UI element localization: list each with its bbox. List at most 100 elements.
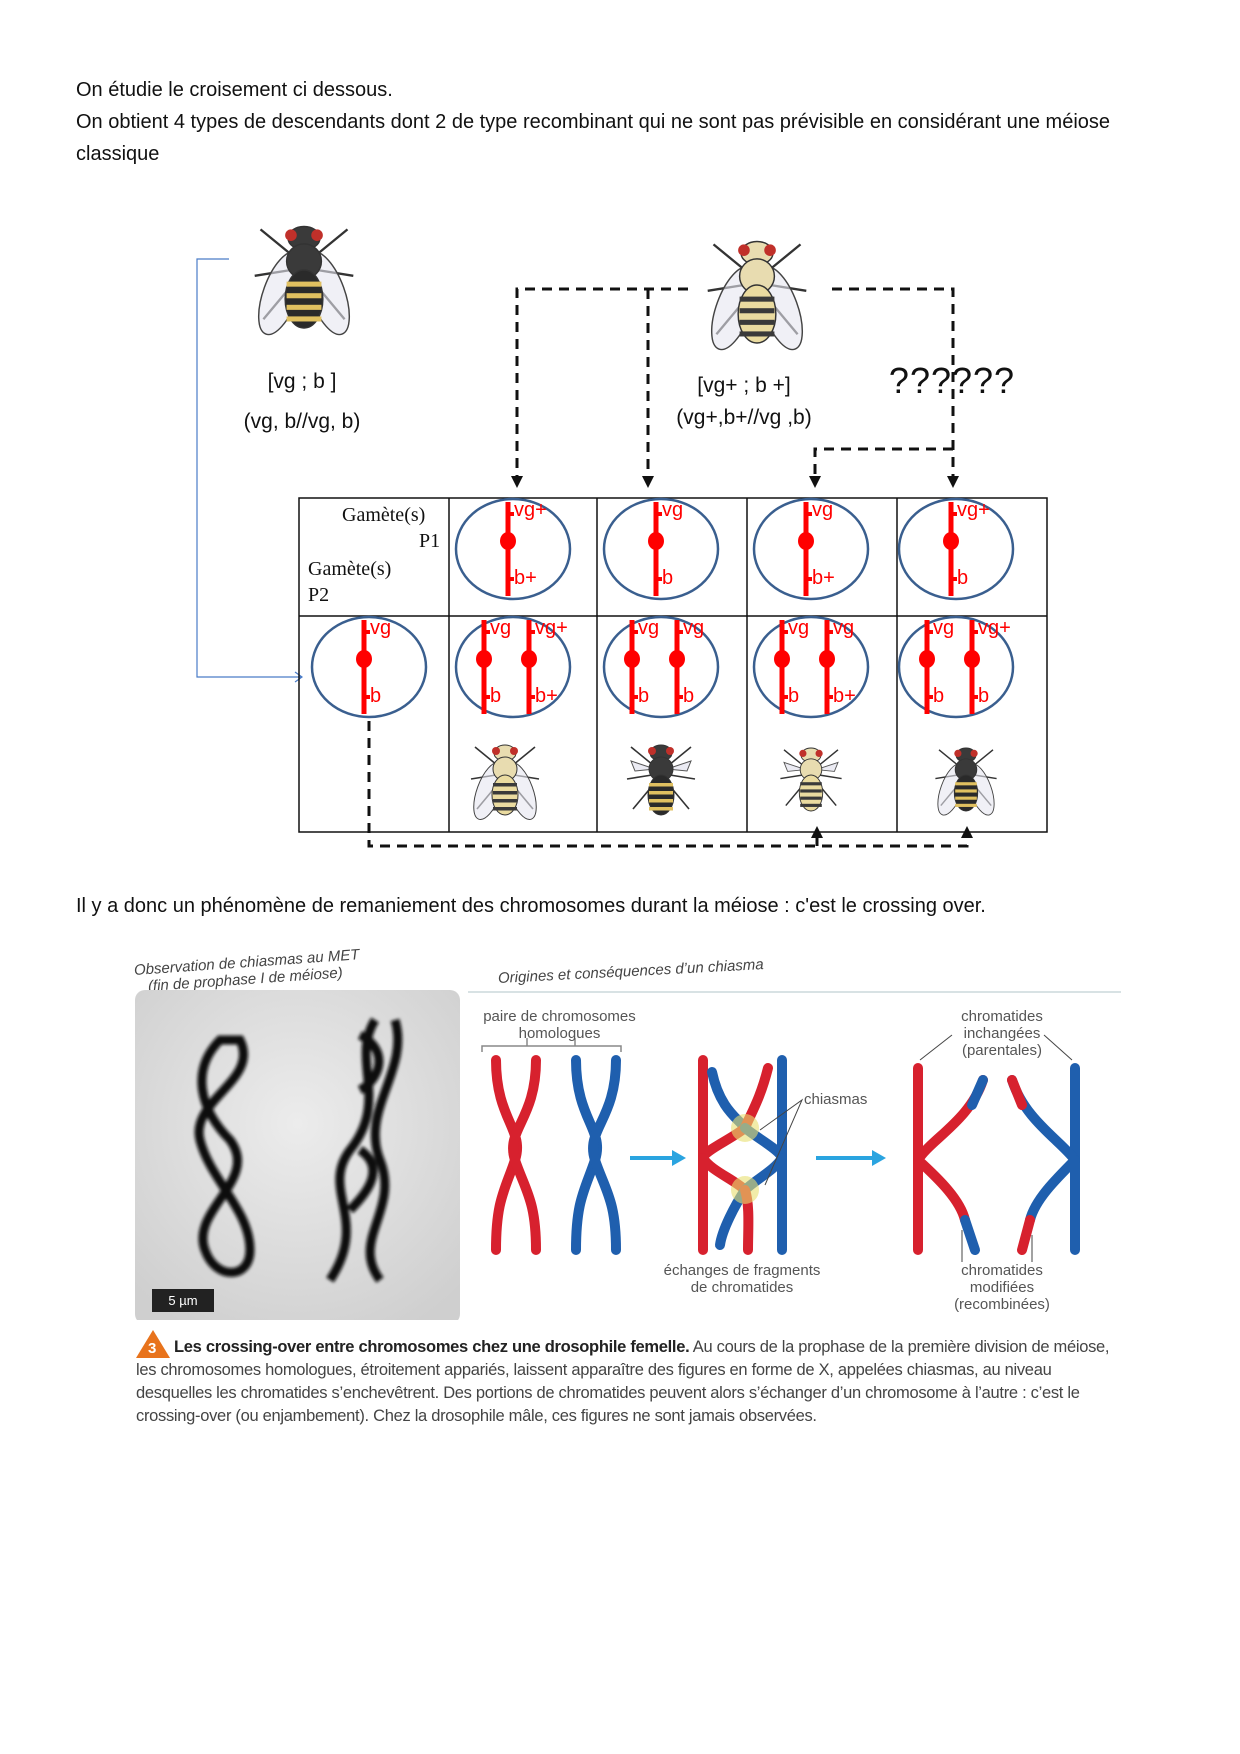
label-chiasmas: chiasmas bbox=[804, 1091, 867, 1108]
centromere bbox=[819, 650, 835, 668]
chromosome bbox=[521, 620, 537, 714]
allele-label: b bbox=[638, 685, 650, 707]
allele-label: b bbox=[933, 685, 945, 707]
fly-p1 bbox=[707, 240, 807, 351]
intro-line-1: On étudie le croisement ci dessous. bbox=[76, 79, 393, 101]
arrow-right-2 bbox=[816, 1150, 886, 1166]
header-p1: Gamète(s) bbox=[342, 504, 426, 526]
allele-label: vg bbox=[490, 617, 512, 639]
chromosome bbox=[919, 620, 935, 714]
label-modified-3: (recombinées) bbox=[954, 1296, 1050, 1313]
gamete-circle bbox=[752, 497, 870, 601]
centromere bbox=[500, 532, 516, 550]
label-pair: paire de chromosomes homologues bbox=[482, 1008, 637, 1042]
scale-bar-box bbox=[152, 1289, 214, 1312]
p1-genotype: (vg+,b+//vg ,b) bbox=[676, 406, 812, 429]
chromosome bbox=[648, 502, 664, 596]
allele-label: vg bbox=[812, 499, 834, 521]
caption-bold: Les crossing-over entre chromosomes chez… bbox=[174, 1338, 690, 1356]
met-micrograph bbox=[135, 990, 460, 1320]
allele-label: vg bbox=[370, 617, 392, 639]
chiasma-stage bbox=[698, 1055, 787, 1255]
gamete-circle bbox=[602, 615, 720, 719]
chromosome bbox=[356, 620, 372, 714]
allele-label: b bbox=[683, 685, 695, 707]
homologous-pair bbox=[491, 1055, 621, 1255]
centromere bbox=[476, 650, 492, 668]
gamete-circle bbox=[454, 615, 572, 719]
allele-label: vg+ bbox=[957, 499, 990, 521]
offspring-fly bbox=[935, 747, 997, 816]
caption-text: Au cours de la prophase de la première d… bbox=[136, 1338, 1110, 1425]
allele-label: vg+ bbox=[514, 499, 547, 521]
unknown-marks: ?????? bbox=[888, 360, 1016, 401]
allele-label: b+ bbox=[535, 685, 558, 707]
allele-label: vg bbox=[933, 617, 955, 639]
label-modified-1: chromatides bbox=[961, 1262, 1043, 1279]
allele-label: vg bbox=[833, 617, 855, 639]
centromere bbox=[919, 650, 935, 668]
allele-label: vg bbox=[788, 617, 810, 639]
allele-label: vg+ bbox=[535, 617, 568, 639]
fly-p2 bbox=[254, 225, 354, 336]
chromosome bbox=[476, 620, 492, 714]
micrograph-chromosomes bbox=[194, 1017, 403, 1283]
caption-number-badge: 3 bbox=[136, 1330, 170, 1358]
header-p2: Gamète(s) bbox=[308, 558, 392, 580]
centromere bbox=[521, 650, 537, 668]
p2-phenotype: [vg ; b ] bbox=[267, 370, 337, 393]
label-unchanged-3: (parentales) bbox=[961, 1042, 1043, 1059]
label-modified: chromatides modifiées (recombinées) bbox=[942, 1262, 1062, 1313]
allele-label: b bbox=[957, 567, 969, 589]
chromosome bbox=[819, 620, 835, 714]
chromosome bbox=[500, 502, 516, 596]
centromere bbox=[943, 532, 959, 550]
allele-label: b+ bbox=[833, 685, 856, 707]
label-modified-2: modifiées bbox=[969, 1279, 1035, 1296]
centromere bbox=[356, 650, 372, 668]
allele-label: b bbox=[490, 685, 502, 707]
conclusion-text: Il y a donc un phénomène de remaniement … bbox=[76, 895, 986, 917]
parent-link-bracket bbox=[196, 258, 304, 683]
gamete-circle bbox=[752, 615, 870, 719]
label-unchanged: chromatides inchangées (parentales) bbox=[942, 1008, 1062, 1059]
centromere bbox=[964, 650, 980, 668]
centromere bbox=[624, 650, 640, 668]
scale-bar: 5 µm bbox=[168, 1293, 197, 1308]
offspring-fly bbox=[626, 744, 696, 816]
chromosome bbox=[964, 620, 980, 714]
centromere bbox=[798, 532, 814, 550]
p2-genotype: (vg, b//vg, b) bbox=[243, 410, 361, 433]
chiasma-figure: 5 µm chiasmas bbox=[135, 990, 1121, 1320]
allele-label: b+ bbox=[812, 567, 835, 589]
intro-line-2: On obtient 4 types de descendants dont 2… bbox=[76, 111, 1111, 165]
gamete-circle bbox=[602, 497, 720, 601]
centromere bbox=[648, 532, 664, 550]
allele-label: vg+ bbox=[978, 617, 1011, 639]
centromere bbox=[774, 650, 790, 668]
allele-label: b bbox=[370, 685, 382, 707]
offspring-fly bbox=[470, 744, 540, 820]
centromere bbox=[669, 650, 685, 668]
chromosome bbox=[624, 620, 640, 714]
cross-diagram bbox=[196, 225, 1048, 848]
label-pair-2: homologues bbox=[518, 1025, 601, 1042]
gamete-circle bbox=[897, 615, 1015, 719]
allele-label: b bbox=[788, 685, 800, 707]
label-exchange-1: échanges de fragments bbox=[663, 1262, 821, 1279]
allele-label: b bbox=[978, 685, 990, 707]
chromosome bbox=[669, 620, 685, 714]
p1-phenotype: [vg+ ; b +] bbox=[697, 374, 791, 397]
allele-label: b+ bbox=[514, 567, 537, 589]
label-pair-1: paire de chromosomes bbox=[483, 1008, 636, 1025]
label-unchanged-2: inchangées bbox=[963, 1025, 1041, 1042]
label-unchanged-1: chromatides bbox=[961, 1008, 1043, 1025]
chromosome bbox=[943, 502, 959, 596]
header-p1-sub: P1 bbox=[419, 530, 441, 552]
punnett-table bbox=[298, 497, 1048, 833]
allele-label: vg bbox=[638, 617, 660, 639]
label-exchange: échanges de fragments de chromatides bbox=[652, 1262, 832, 1296]
arrow-right-1 bbox=[630, 1150, 686, 1166]
gamete-circle bbox=[310, 615, 428, 719]
